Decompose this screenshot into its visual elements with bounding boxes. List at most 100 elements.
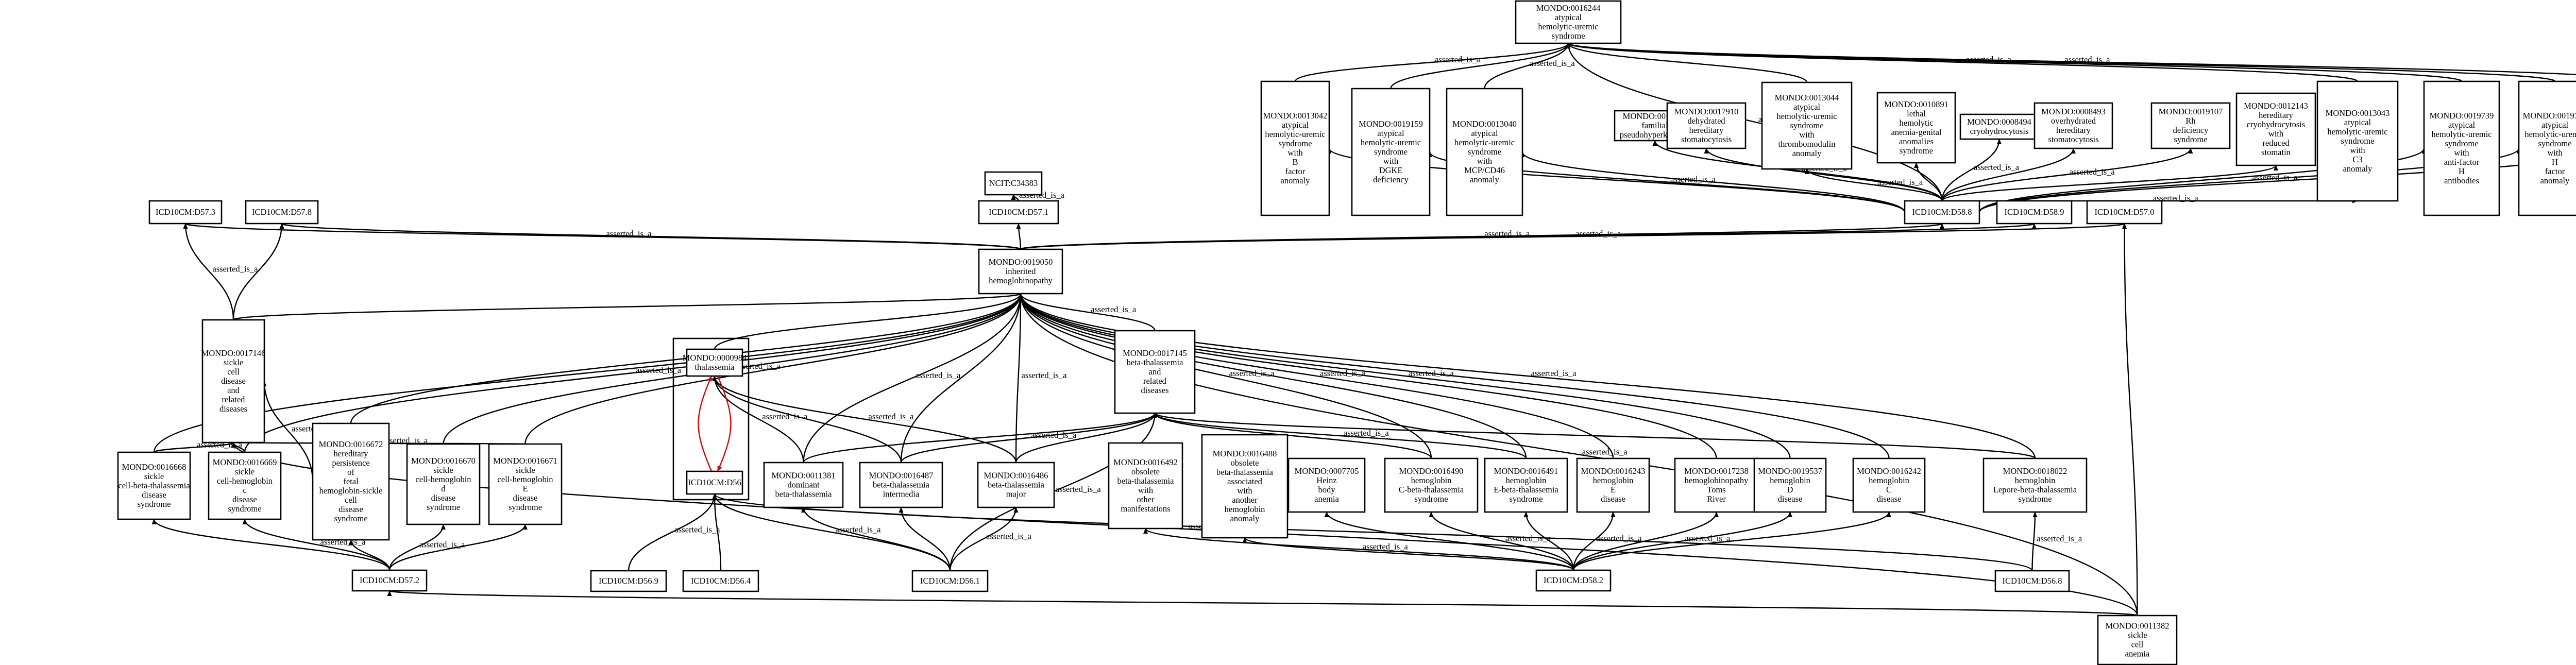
edge-label: asserted_is_a — [1320, 368, 1366, 378]
node-label-line: and — [227, 385, 240, 395]
node-label-line: sickle — [433, 465, 453, 475]
node-19159[interactable]: MONDO:0019159atypicalhemolytic-uremicsyn… — [1351, 88, 1431, 216]
node-label-line: C-beta-thalassemia — [1399, 485, 1464, 495]
node-d569[interactable]: ICD10CM:D56.9 — [590, 570, 667, 592]
node-19738[interactable]: MONDO:0019738atypicalhemolytic-uremicsyn… — [2518, 80, 2576, 216]
node-label-line: hemolytic — [1900, 118, 1934, 128]
edge-n_d572-to-n_16671 — [388, 524, 528, 571]
node-label-line: syndrome — [1790, 121, 1823, 130]
node-label-line: and — [1149, 367, 1162, 377]
node-label-line: thrombomodulin — [1778, 139, 1836, 149]
node-16490[interactable]: MONDO:0016490hemoglobinC-beta-thalassemi… — [1384, 457, 1479, 513]
node-label-line: atypical — [2541, 120, 2569, 130]
node-label-line: MONDO:0016487 — [869, 471, 934, 481]
node-d589[interactable]: ICD10CM:D58.9 — [1996, 200, 2073, 225]
node-label-line: related — [1143, 376, 1167, 386]
edge-label: asserted_is_a — [1409, 368, 1454, 378]
node-d578[interactable]: ICD10CM:D57.8 — [245, 200, 319, 225]
node-box — [859, 462, 943, 508]
node-label-line: MONDO:0016669 — [213, 457, 277, 467]
node-label-line: syndrome — [1374, 147, 1408, 157]
node-label-line: MONDO:0018022 — [2003, 466, 2067, 476]
node-label-line: cell-hemoglobin — [217, 476, 273, 486]
node-d571[interactable]: ICD10CM:D57.1 — [978, 200, 1059, 225]
node-13040[interactable]: MONDO:0013040atypicalhemolytic-uremicsyn… — [1446, 88, 1523, 216]
node-label-line: hereditary — [2056, 125, 2091, 135]
node-16491[interactable]: MONDO:0016491hemoglobinE-beta-thalassemi… — [1484, 457, 1568, 513]
node-16670[interactable]: MONDO:0016670sicklecell-hemoglobinddisea… — [406, 443, 481, 525]
node-16671[interactable]: MONDO:0016671sicklecell-hemoglobinEdisea… — [488, 443, 563, 525]
node-d561[interactable]: ICD10CM:D56.1 — [911, 570, 989, 592]
node-d588[interactable]: ICD10CM:D58.8 — [1904, 200, 1980, 225]
node-d568[interactable]: ICD10CM:D56.8 — [1994, 570, 2070, 592]
node-label-line: MONDO:0016671 — [493, 456, 557, 466]
node-label-line: fetal — [343, 476, 359, 486]
node-16672[interactable]: MONDO:0016672hereditarypersistenceoffeta… — [312, 422, 390, 541]
node-label-line: MCP/CD46 — [1464, 165, 1505, 175]
node-label-line: hemolytic-uremic — [1361, 138, 1421, 147]
node-13044[interactable]: MONDO:0013044atypicalhemolytic-uremicsyn… — [1761, 81, 1853, 170]
node-13042[interactable]: MONDO:0013042atypicalhemolytic-uremicsyn… — [1260, 80, 1330, 216]
node-d572[interactable]: ICD10CM:D57.2 — [351, 569, 428, 592]
node-16244[interactable]: MONDO:0016244atypicalhemolytic-uremicsyn… — [1515, 0, 1622, 44]
node-label-line: of — [347, 467, 354, 477]
node-d56[interactable]: ICD10CM:D56 — [686, 470, 743, 495]
edge-label: asserted_is_a — [869, 412, 914, 421]
node-16668[interactable]: MONDO:0016668sicklecell-beta-thalassemia… — [117, 451, 191, 520]
node-08493[interactable]: MONDO:0008493overhydratedhereditarystoma… — [2033, 102, 2113, 149]
node-16488[interactable]: MONDO:0016488obsoletebeta-thalassemiaass… — [1201, 434, 1289, 539]
node-label-line: ICD10CM:D56.4 — [691, 576, 751, 586]
node-label-line: MONDO:0017145 — [1123, 348, 1187, 358]
node-label-line: syndrome — [2341, 136, 2374, 146]
node-label-line: disease — [232, 495, 257, 504]
node-label-line: cryohydrocytosis — [1970, 126, 2029, 136]
node-16492[interactable]: MONDO:0016492obsoletebeta-thalassemiawit… — [1108, 442, 1183, 530]
node-17145[interactable]: MONDO:0017145beta-thalassemiaandrelatedd… — [1114, 330, 1196, 414]
node-d573[interactable]: ICD10CM:D57.3 — [148, 200, 223, 225]
node-label-line: syndrome — [137, 499, 171, 509]
node-ncit[interactable]: NCIT:C34383 — [984, 171, 1043, 196]
edge-n_16486-to-n_17145 — [1015, 413, 1157, 463]
node-17910[interactable]: MONDO:0017910dehydratedhereditarystomato… — [1666, 102, 1747, 149]
node-18022[interactable]: MONDO:0018022hemoglobinLepore-beta-thala… — [1982, 457, 2088, 513]
node-d570[interactable]: ICD10CM:D57.0 — [2086, 200, 2163, 225]
node-d564[interactable]: ICD10CM:D56.4 — [682, 570, 759, 592]
node-label-line: manifestations — [1121, 504, 1170, 514]
node-label-line: MONDO:0011382 — [2105, 621, 2169, 631]
node-box — [406, 443, 481, 525]
node-17146[interactable]: MONDO:0017146sicklecelldiseaseandrelated… — [201, 319, 266, 444]
node-19739[interactable]: MONDO:0019739atypicalhemolytic-uremicsyn… — [2423, 80, 2500, 216]
node-13043[interactable]: MONDO:0013043atypicalhemolytic-uremicsyn… — [2316, 80, 2399, 202]
node-d582[interactable]: ICD10CM:D58.2 — [1535, 569, 1612, 592]
node-label-line: MONDO:0013044 — [1775, 93, 1839, 103]
edge-label: asserted_is_a — [1505, 534, 1551, 543]
edge-n_16487-to-n_17145 — [900, 413, 1157, 463]
node-box — [2518, 80, 2576, 216]
node-label-line: hemoglobinopathy — [989, 276, 1053, 285]
node-box — [351, 569, 428, 592]
edge-n_17238-to-n_19050 — [1018, 293, 1717, 459]
node-10891[interactable]: MONDO:0010891lethalhemolyticanemia-genit… — [1876, 92, 1956, 164]
edge-label: asserted_is_a — [1966, 55, 2012, 64]
node-label-line: hemoglobin — [2015, 475, 2056, 485]
edge-n_19050-to-n_d570 — [1020, 223, 2127, 250]
edge-n_13040-to-n_16244 — [1484, 43, 1571, 89]
node-12143[interactable]: MONDO:0012143hereditarycryohydrocytosisw… — [2235, 92, 2316, 166]
node-label-line: d — [441, 484, 446, 493]
node-16669[interactable]: MONDO:0016669sicklecell-hemoglobincdisea… — [208, 451, 282, 520]
node-box — [1446, 88, 1523, 216]
node-label-line: MONDO:0019050 — [989, 257, 1053, 267]
